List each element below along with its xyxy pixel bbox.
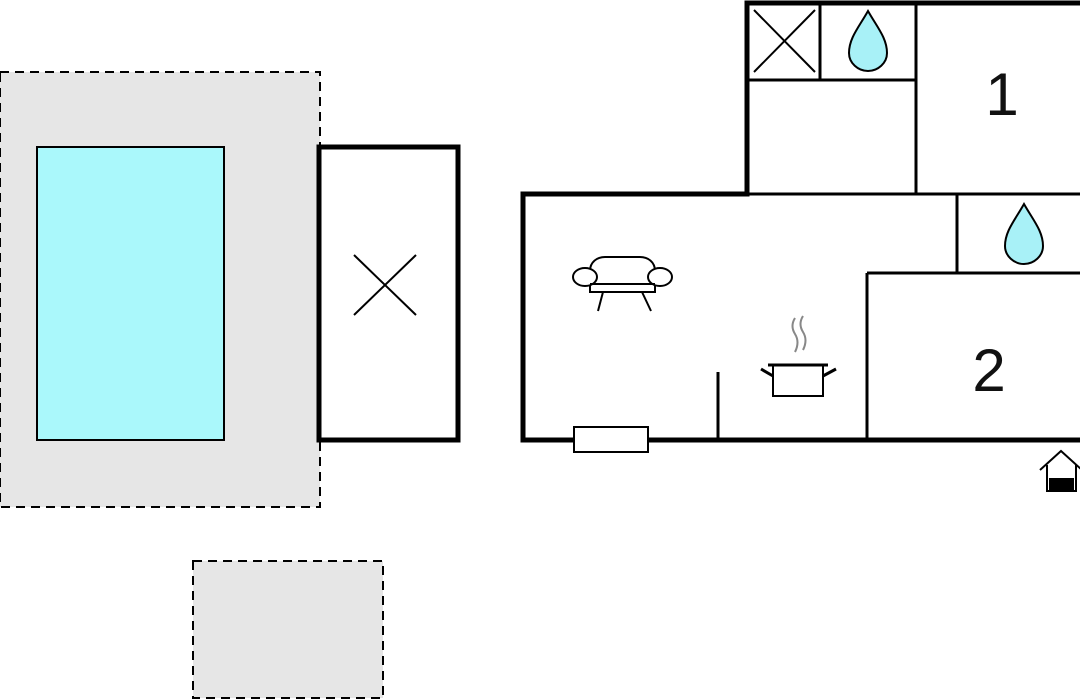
room-label-1: 1 (985, 61, 1018, 128)
parking-area (192, 560, 384, 699)
sofa-icon (572, 256, 673, 312)
pool-terrace (0, 71, 321, 508)
x-mark-icon (353, 254, 417, 316)
water-drop-icon (847, 8, 889, 73)
outbuilding (316, 144, 461, 443)
swimming-pool (36, 146, 225, 441)
window-opening (573, 426, 649, 453)
entrance-house-icon (1039, 449, 1080, 492)
water-drop-icon (1003, 201, 1045, 266)
cooking-pot-icon (760, 315, 837, 397)
room-label-2: 2 (972, 337, 1005, 404)
x-mark-icon (753, 9, 816, 73)
